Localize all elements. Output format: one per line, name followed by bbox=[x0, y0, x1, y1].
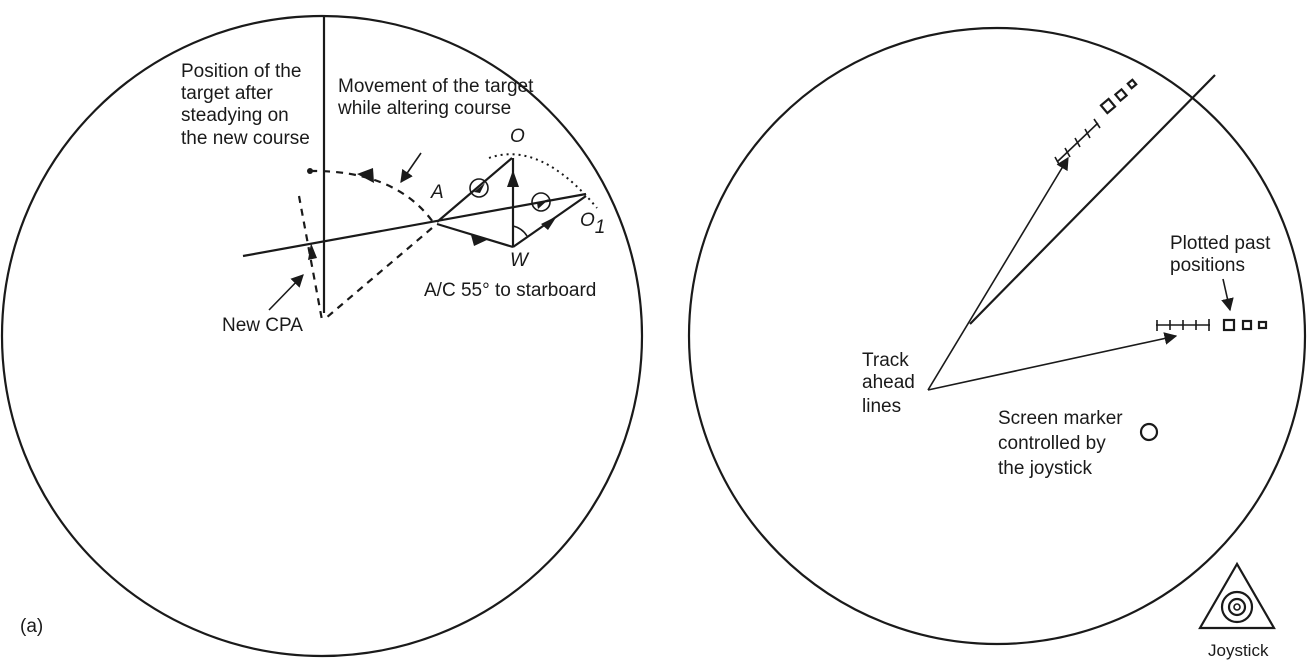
upper-plotted-positions bbox=[1099, 78, 1138, 115]
a-w-arrowhead bbox=[471, 235, 489, 246]
angle-marker-w bbox=[512, 225, 528, 237]
plotted-past-label: Plotted past positions bbox=[1170, 233, 1276, 276]
circled-arrow-marker-1 bbox=[469, 178, 489, 198]
line-a-to-o bbox=[436, 157, 513, 223]
reference-line bbox=[969, 74, 1216, 325]
joystick-icon[interactable] bbox=[1198, 561, 1276, 630]
upper-track-ticks bbox=[1054, 118, 1101, 167]
cpa-perpendicular-dashed bbox=[297, 195, 324, 321]
plotted-past-leader bbox=[1221, 278, 1234, 312]
joystick-label: Joystick bbox=[1208, 641, 1269, 660]
alteration-label: A/C 55° to starboard bbox=[424, 280, 596, 301]
screen-marker-line-2: controlled by bbox=[998, 433, 1106, 454]
target-movement-arc bbox=[309, 169, 434, 223]
screen-marker-line-1: Screen marker bbox=[998, 408, 1123, 429]
circled-arrow-marker-2 bbox=[531, 192, 551, 212]
track-ahead-line-3: lines bbox=[862, 396, 901, 417]
point-o1-main: O bbox=[580, 210, 595, 231]
right-radar-screen-circle bbox=[687, 26, 1307, 646]
new-relative-motion-line bbox=[242, 192, 587, 258]
lower-track-ticks bbox=[1156, 319, 1210, 331]
point-o-label: O bbox=[510, 126, 525, 147]
screen-marker-circle[interactable] bbox=[1139, 422, 1159, 442]
track-ahead-line-1: Track bbox=[862, 350, 909, 371]
line-a-to-w bbox=[436, 222, 514, 249]
track-ahead-line-upper bbox=[927, 156, 1069, 391]
cpa-leader-line bbox=[268, 274, 304, 311]
screen-marker-label: Screen marker controlled by the joystick bbox=[998, 408, 1128, 479]
plotted-past-line-1: Plotted past bbox=[1170, 233, 1271, 254]
target-movement-arrowhead bbox=[357, 168, 374, 183]
left-radar-screen-circle bbox=[0, 14, 644, 658]
track-ahead-line-2: ahead bbox=[862, 372, 915, 393]
position-after-label: Position of the target after steadying o… bbox=[181, 61, 310, 149]
position-after-line-3: steadying on bbox=[181, 105, 289, 126]
movement-line-1: Movement of the target bbox=[338, 76, 534, 97]
position-after-line-2: target after bbox=[181, 83, 274, 104]
w-o1-arrowhead bbox=[541, 216, 557, 230]
circled-arrow-head-1 bbox=[474, 183, 485, 193]
point-a-label: A bbox=[430, 182, 444, 203]
point-o1-label: O1 bbox=[580, 210, 605, 238]
position-after-line-4: the new course bbox=[181, 128, 310, 149]
movement-line-2: while altering course bbox=[337, 98, 511, 119]
right-radar-panel: Plotted past positions Track ahead lines… bbox=[687, 26, 1307, 660]
position-after-line-1: Position of the bbox=[181, 61, 301, 82]
o-w-arrowhead bbox=[507, 170, 519, 187]
movement-leader-line bbox=[400, 152, 422, 184]
track-ahead-label: Track ahead lines bbox=[862, 350, 920, 417]
target-steady-position-dot bbox=[307, 168, 313, 174]
track-ahead-line-lower bbox=[927, 332, 1178, 391]
screen-marker-line-3: the joystick bbox=[998, 458, 1092, 479]
left-radar-panel: Position of the target after steadying o… bbox=[0, 14, 644, 658]
panel-label-a: (a) bbox=[20, 616, 43, 637]
plotted-past-line-2: positions bbox=[1170, 255, 1245, 276]
circled-arrow-head-2 bbox=[537, 199, 549, 209]
movement-label: Movement of the target while altering co… bbox=[337, 76, 539, 119]
new-cpa-label: New CPA bbox=[222, 315, 303, 336]
cpa-dashed-line bbox=[325, 227, 433, 319]
lower-plotted-positions bbox=[1222, 318, 1268, 332]
point-w-label: W bbox=[510, 250, 530, 271]
cpa-arrowhead bbox=[308, 243, 317, 260]
point-o1-subscript: 1 bbox=[595, 217, 606, 238]
course-alteration-arc bbox=[488, 153, 598, 209]
